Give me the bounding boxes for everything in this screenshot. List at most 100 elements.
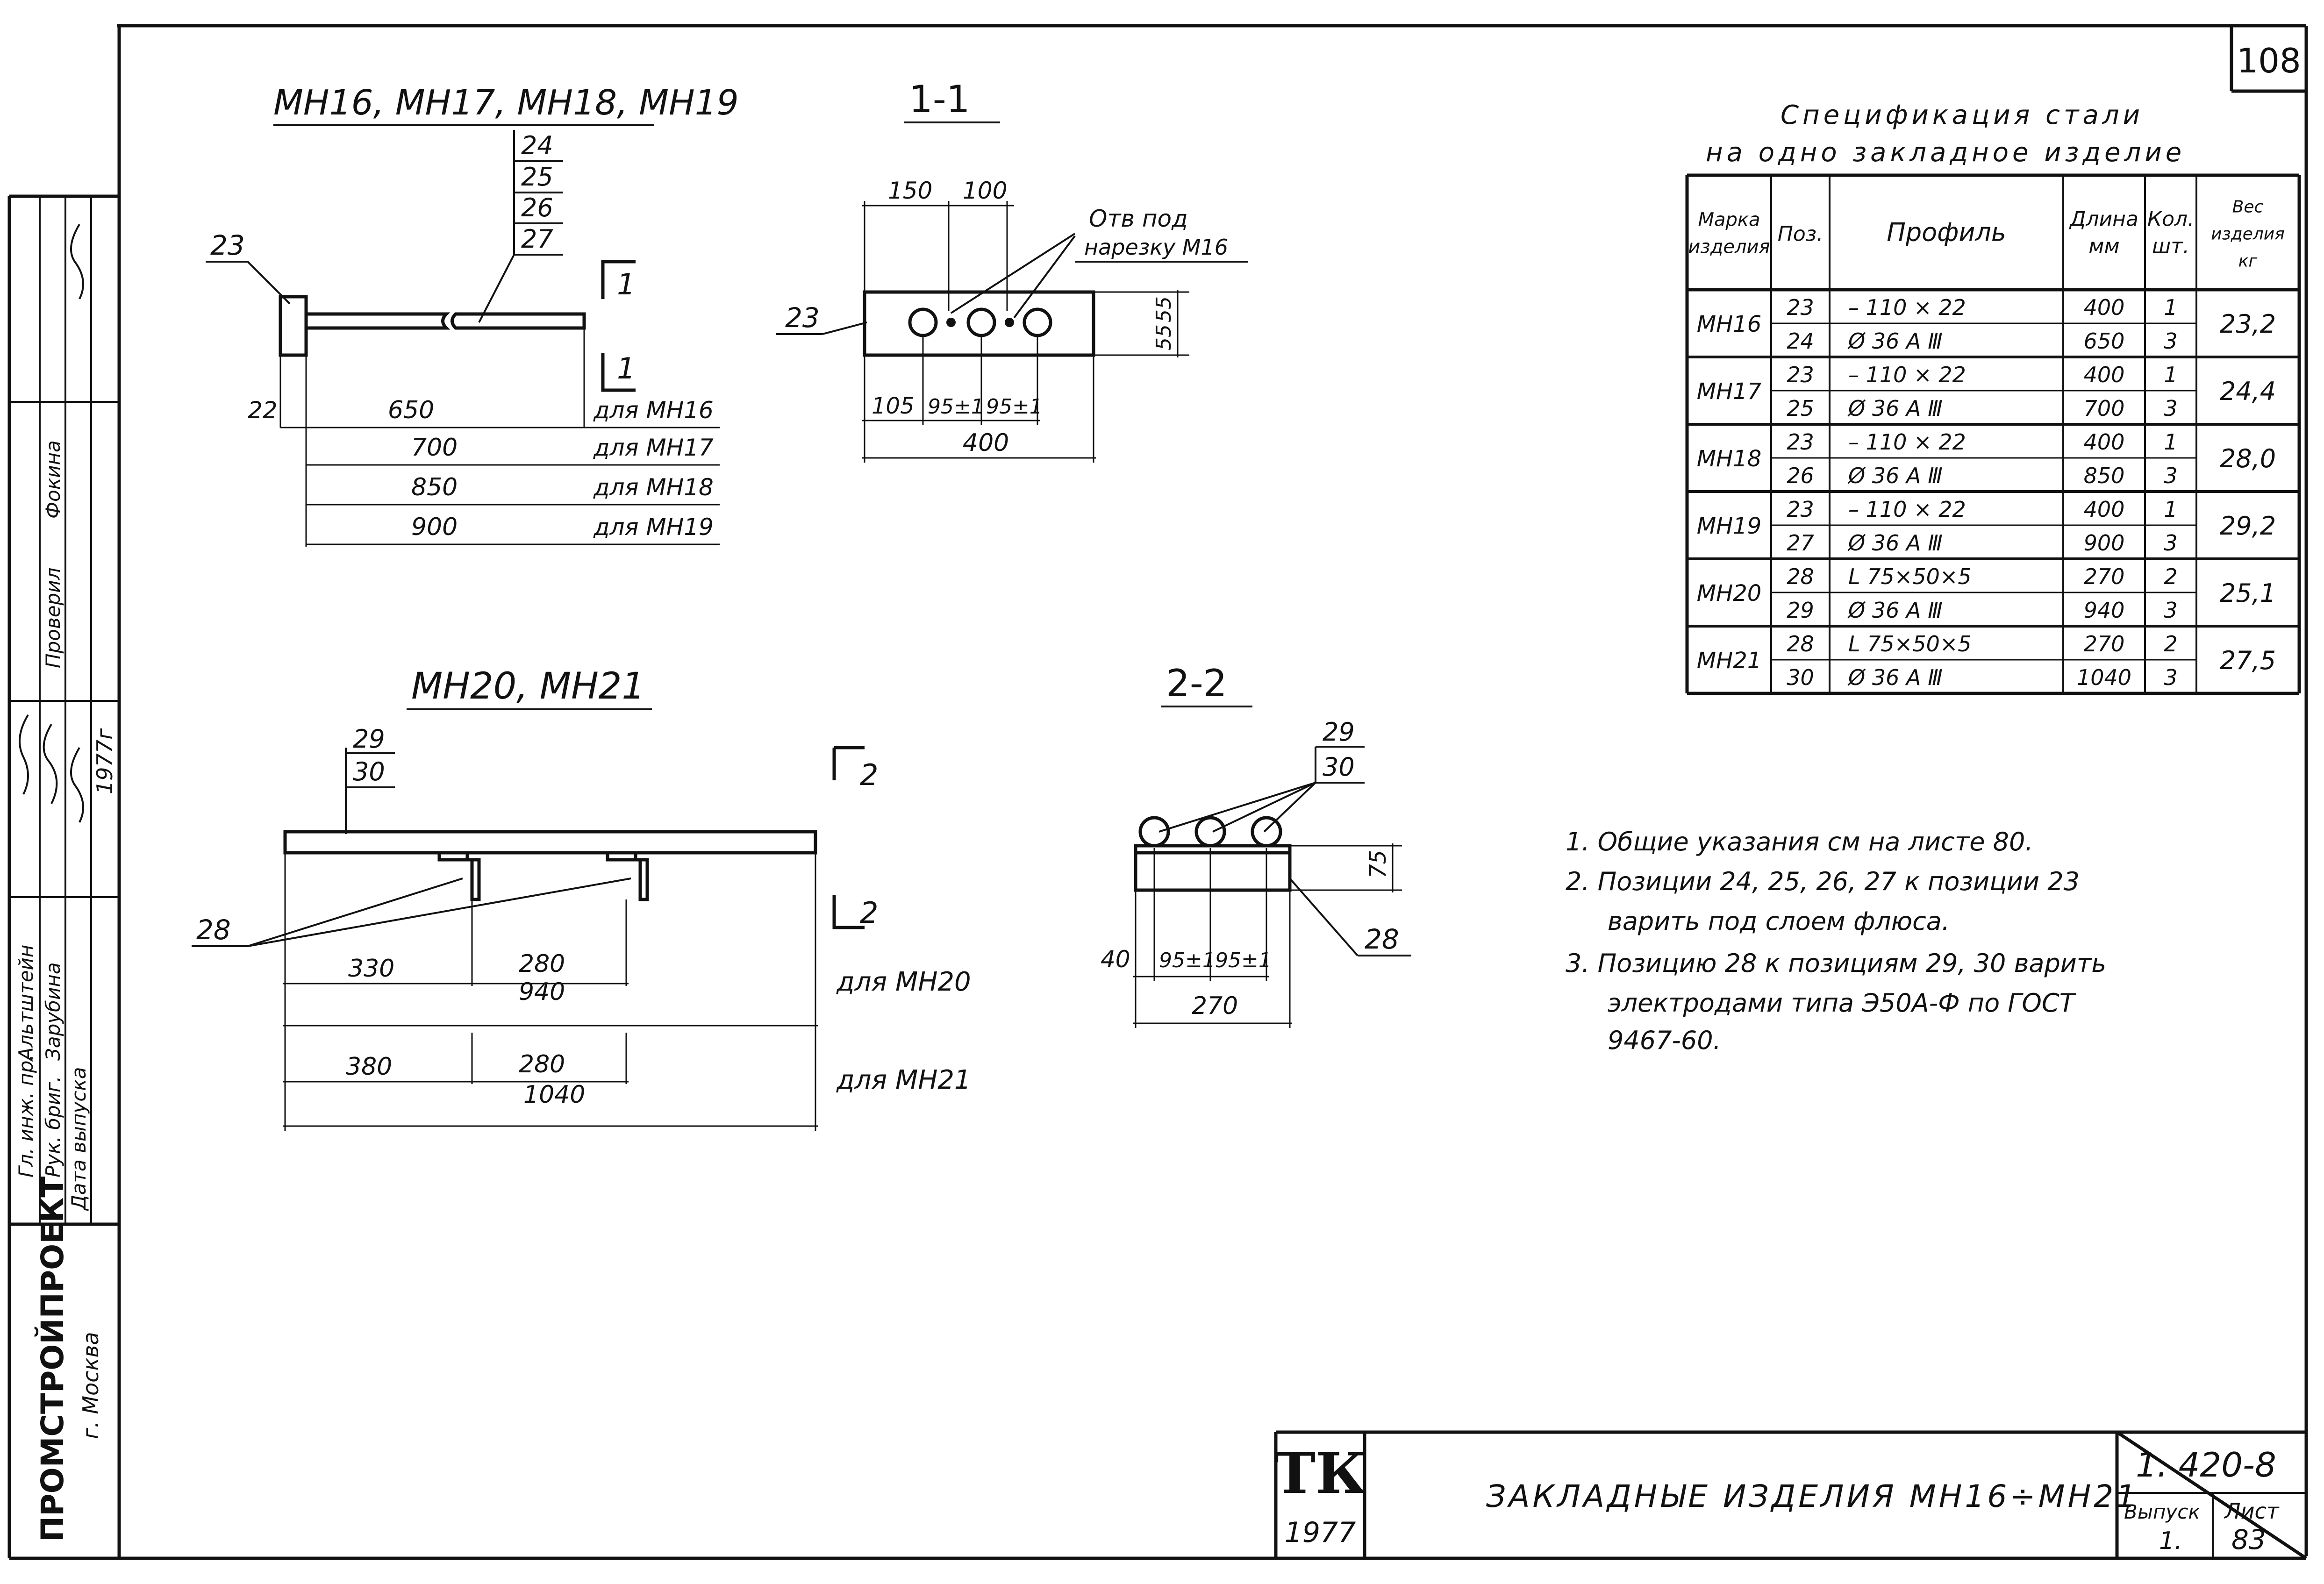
- stamp-row-2: Рук. бриг.: [42, 1076, 64, 1177]
- sheet-code: 1. 420-8: [2136, 1445, 2276, 1484]
- spec-weight-МН17: 24,4: [2220, 377, 2276, 406]
- spec-profile: Ø 36 А Ⅲ: [1847, 396, 1943, 421]
- spec-mark-МН16: МН16: [1697, 311, 1762, 337]
- spec-profile: L 75×50×5: [1848, 564, 1972, 589]
- vb-pos-30: 30: [353, 757, 385, 786]
- stamp-name-3: Фокина: [42, 440, 64, 519]
- pos-23-label: 23: [210, 229, 245, 261]
- spec-qty: 1: [2164, 362, 2177, 387]
- vb-dim-1040: 1040: [523, 1081, 585, 1109]
- spec-profile: – 110 × 22: [1848, 295, 1966, 320]
- spec-mark-МН18: МН18: [1697, 446, 1762, 472]
- spec-qty: 2: [2164, 631, 2177, 656]
- spec-pos: 24: [1787, 328, 1814, 354]
- spec-profile: Ø 36 А Ⅲ: [1847, 463, 1943, 488]
- vypusk-label: Выпуск: [2124, 1500, 2200, 1523]
- view-top: МН16, МН17, МН18, МН19 24 25 26 27 23 1 …: [206, 83, 739, 547]
- title-block: ТК 1977 ЗАКЛАДНЫЕ ИЗДЕЛИЯ МН16÷МН21 1. 4…: [1274, 1430, 2307, 1560]
- spec-qty: 1: [2164, 497, 2177, 522]
- s1-hole-1: [908, 307, 938, 337]
- s2-dim-270: 270: [1192, 992, 1238, 1020]
- spec-weight-МН20: 25,1: [2220, 578, 2276, 608]
- spec-pos: 30: [1787, 665, 1814, 690]
- spec-weight-МН19: 29,2: [2220, 511, 2276, 541]
- vypusk-value: 1.: [2159, 1527, 2182, 1555]
- spec-weight-МН16: 23,2: [2220, 309, 2276, 339]
- spec-header-3-1: мм: [2088, 235, 2119, 258]
- dim-700: 700: [411, 434, 458, 462]
- stamp-row-1: Гл. инж. пр.: [14, 1054, 37, 1177]
- spec-pos: 26: [1787, 463, 1814, 488]
- s2-dim-95b: 95±1: [1215, 949, 1272, 972]
- dim-650-label: для МН16: [593, 397, 714, 424]
- spec-qty: 3: [2164, 665, 2177, 690]
- s1-dim-95a: 95±1: [928, 395, 984, 419]
- spec-table: Спецификация стали на одно закладное изд…: [1685, 100, 2301, 695]
- logo-tk: ТК: [1274, 1441, 1366, 1506]
- spec-mark-МН17: МН17: [1697, 378, 1762, 405]
- dim-900-label: для МН19: [593, 514, 714, 541]
- spec-header-5-1: изделия: [2211, 225, 2285, 244]
- spec-length: 400: [2084, 497, 2125, 522]
- spec-length: 400: [2084, 295, 2125, 320]
- spec-mark-МН21: МН21: [1697, 648, 1762, 674]
- spec-pos: 28: [1787, 631, 1814, 656]
- spec-pos: 27: [1787, 530, 1814, 556]
- spec-header-0-1: изделия: [1688, 236, 1770, 258]
- spec-length: 900: [2084, 530, 2125, 556]
- spec-pos: 29: [1787, 598, 1814, 623]
- s1-hole-note-1: Отв под: [1089, 205, 1188, 232]
- section-1-1: 1-1 150 100 Отв под нарезку М16 23 55 55: [776, 78, 1248, 463]
- sheet-title: ЗАКЛАДНЫЕ ИЗДЕЛИЯ МН16÷МН21: [1486, 1478, 2138, 1514]
- s1-dim-400: 400: [963, 429, 1009, 457]
- spec-mark-МН20: МН20: [1697, 580, 1762, 606]
- vb-dim-280b: 280: [519, 1050, 565, 1078]
- spec-length: 1040: [2077, 665, 2131, 690]
- spec-pos: 23: [1787, 497, 1814, 522]
- spec-weight-МН18: 28,0: [2220, 444, 2276, 473]
- spec-profile: Ø 36 А Ⅲ: [1847, 665, 1943, 690]
- s2-bar-3: [1251, 816, 1282, 848]
- bar-24-27: [304, 312, 450, 330]
- spec-qty: 3: [2164, 598, 2177, 623]
- logo-year: 1977: [1285, 1516, 1356, 1549]
- cut-2-top: 2: [860, 758, 878, 792]
- s1-dim-55b: 55: [1152, 324, 1176, 350]
- view-top-title: МН16, МН17, МН18, МН19: [273, 83, 739, 123]
- stamp-org: ПРОМСТРОЙПРОЕКТ: [34, 1177, 71, 1542]
- pos-25: 25: [521, 162, 553, 192]
- vb-dim-940: 940: [519, 978, 565, 1006]
- pos-27: 27: [521, 224, 553, 254]
- spec-profile: Ø 36 А Ⅲ: [1847, 598, 1943, 623]
- stamp-checked: Проверил: [42, 568, 64, 668]
- stamp-name-2: Зарубина: [42, 962, 64, 1061]
- notes: 1. Общие указания см на листе 80. 2. Поз…: [1566, 827, 2106, 1055]
- s2-dim-75: 75: [1365, 850, 1391, 878]
- spec-header-0-0: Марка: [1698, 209, 1760, 231]
- vb-angle-1: [437, 851, 481, 901]
- s1-pos-23: 23: [785, 302, 820, 334]
- dim-22: 22: [248, 397, 278, 424]
- spec-qty: 3: [2164, 530, 2177, 556]
- s2-dim-40: 40: [1101, 946, 1130, 973]
- pos-26: 26: [521, 193, 553, 222]
- spec-header-4-0: Кол.: [2147, 207, 2194, 231]
- s1-dim-55a: 55: [1152, 296, 1176, 322]
- s2-pos-28: 28: [1365, 923, 1399, 955]
- s1-dim-150: 150: [888, 177, 932, 204]
- s2-bar-2: [1194, 816, 1226, 848]
- note-3c: 9467-60.: [1608, 1026, 1721, 1055]
- list-value: 83: [2231, 1524, 2266, 1555]
- vb-dim-330: 330: [348, 955, 394, 983]
- note-1: 1. Общие указания см на листе 80.: [1566, 827, 2033, 856]
- spec-pos: 23: [1787, 295, 1814, 320]
- sheet-frame: [9, 24, 2308, 1560]
- spec-header-5-2: кг: [2238, 252, 2258, 271]
- s1-hole-3: [1023, 307, 1052, 337]
- dim-700-label: для МН17: [593, 434, 714, 461]
- spec-header-5-0: Вес: [2232, 198, 2264, 217]
- spec-profile: Ø 36 А Ⅲ: [1847, 328, 1943, 354]
- vb-dim-280a: 280: [519, 950, 565, 978]
- vb-bar: [283, 830, 817, 855]
